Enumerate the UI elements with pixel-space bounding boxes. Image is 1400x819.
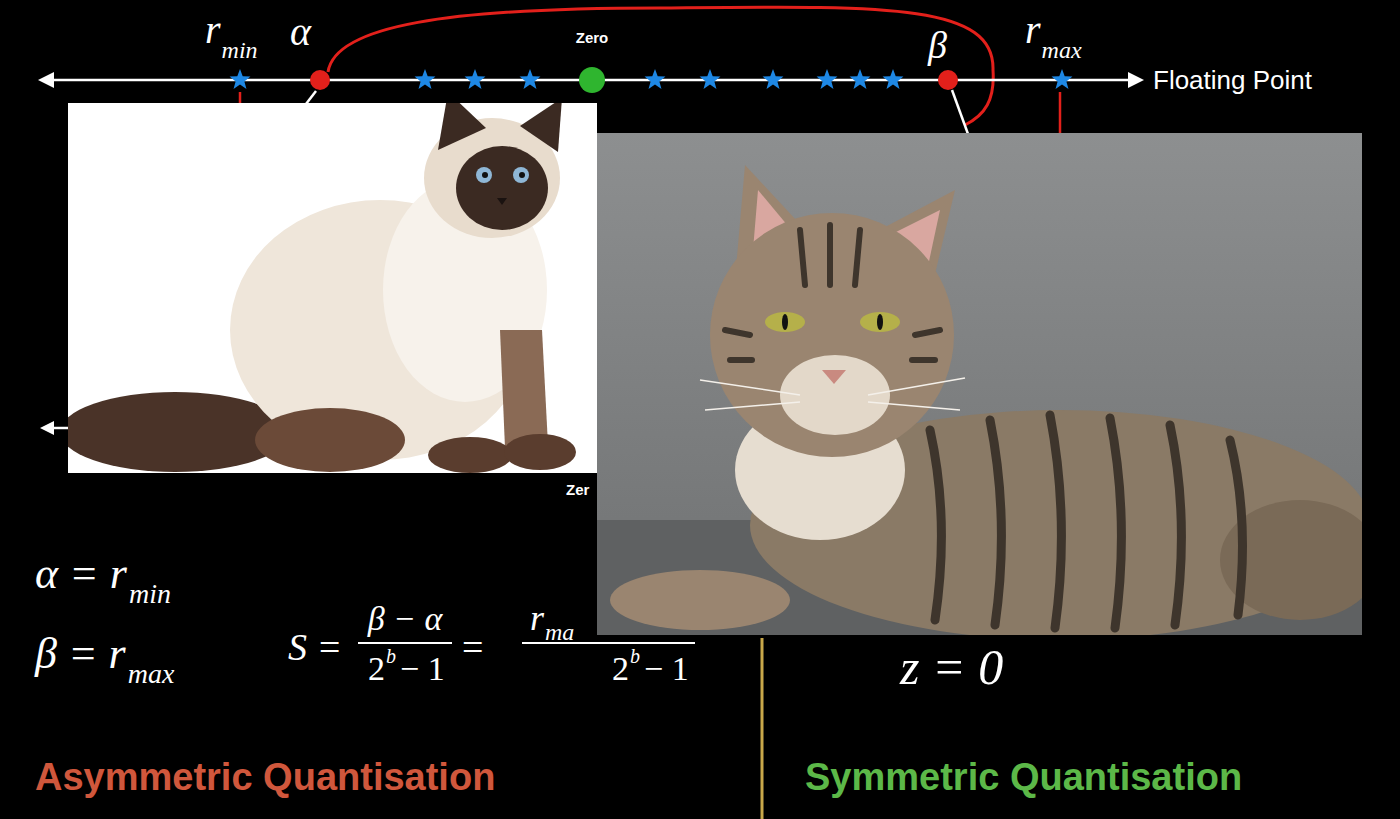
integer-axis: [40, 421, 54, 435]
cat-photo: [705, 402, 800, 410]
cat-photo: [68, 103, 597, 473]
float-axis: [38, 72, 54, 88]
leader-lines: [952, 90, 968, 134]
cat-photo: [782, 314, 788, 330]
cat-photo: [730, 357, 752, 363]
cat-photo: [456, 146, 548, 230]
cat-photo: [255, 408, 405, 472]
axis-label: Floating Point: [1153, 67, 1312, 93]
value-stars: [763, 69, 784, 89]
cat-photo: [504, 434, 576, 470]
value-stars: [850, 69, 871, 89]
cat-photo: [438, 103, 486, 150]
cat-photo: [428, 437, 512, 473]
cat-photo: [1230, 440, 1243, 615]
formula: =: [462, 628, 483, 666]
cat-photo: [497, 198, 507, 205]
formula: S =: [288, 628, 342, 666]
beta-dot: [938, 70, 958, 90]
cat-photo: [597, 133, 1362, 635]
denominator: − 1: [644, 652, 689, 686]
cat-photo: [519, 172, 525, 178]
zero-label: Zer: [566, 482, 589, 497]
value-stars: [817, 69, 838, 89]
value-stars: [465, 69, 486, 89]
numerator: r: [530, 600, 544, 636]
denominator: 2: [612, 652, 629, 686]
cat-photo: [860, 312, 900, 332]
cat-photo: [800, 230, 805, 285]
value-stars: [700, 69, 721, 89]
cat-photo: [725, 330, 750, 335]
cat-photo: [912, 357, 935, 363]
subscript: min: [129, 580, 171, 608]
subscript: max: [1042, 38, 1082, 62]
integer-axis: [40, 421, 70, 435]
float-axis: [1128, 72, 1144, 88]
cat-photo: [725, 225, 940, 360]
leader-lines: [306, 91, 316, 104]
value-stars: [883, 69, 904, 89]
cat-photo: [877, 314, 883, 330]
cat-photo: [476, 167, 492, 183]
variable-name: r: [1025, 10, 1041, 50]
fraction-bar: [358, 643, 695, 644]
value-stars: [645, 69, 666, 89]
variable-name: α: [290, 12, 311, 52]
cat-photo: [765, 312, 805, 332]
exponent: b: [630, 646, 640, 666]
formula: β = r: [35, 632, 126, 676]
cat-photo: [520, 103, 562, 152]
cat-photo: [1050, 415, 1061, 628]
divider-line: [761, 638, 764, 819]
cat-photo: [710, 213, 954, 457]
cat-photo: [500, 330, 548, 448]
zero-dot: [579, 67, 605, 93]
cat-photo: [930, 430, 941, 620]
alpha-dot: [310, 70, 330, 90]
cat-photo: [868, 378, 965, 395]
value-stars: [230, 69, 251, 89]
subscript: min: [222, 38, 258, 62]
variable-name: β: [928, 26, 947, 64]
cat-photo: [915, 330, 940, 335]
cat-photo: [930, 415, 1243, 628]
subscript: ma: [545, 620, 574, 644]
cat-photo: [827, 225, 833, 285]
cat-photo: [610, 570, 790, 630]
leader-lines: [1059, 92, 1062, 134]
leader-lines: [239, 92, 242, 104]
formula: z = 0: [900, 642, 1003, 692]
denominator: 2: [368, 652, 385, 686]
subscript: max: [128, 660, 175, 688]
denominator: − 1: [400, 652, 445, 686]
numerator: β − α: [368, 602, 443, 636]
zero-label: Zero: [576, 30, 609, 45]
cat-photo: [513, 167, 529, 183]
section-heading: Asymmetric Quantisation: [35, 758, 495, 796]
value-stars: [415, 69, 436, 89]
cat-photo: [1170, 425, 1181, 625]
cat-photo: [990, 420, 1001, 625]
value-stars: [1052, 69, 1073, 89]
cat-photo: [822, 370, 846, 384]
section-heading: Symmetric Quantisation: [805, 758, 1242, 796]
formula: α = r: [35, 552, 127, 596]
cat-photo: [700, 378, 965, 410]
variable-name: r: [205, 10, 221, 50]
cat-photo: [855, 230, 860, 285]
cat-photo: [1110, 418, 1121, 628]
cat-photo: [700, 380, 800, 395]
exponent: b: [386, 646, 396, 666]
cat-photo: [482, 172, 488, 178]
fraction-bar: [358, 642, 452, 644]
cat-photo: [868, 402, 960, 410]
value-stars: [520, 69, 541, 89]
